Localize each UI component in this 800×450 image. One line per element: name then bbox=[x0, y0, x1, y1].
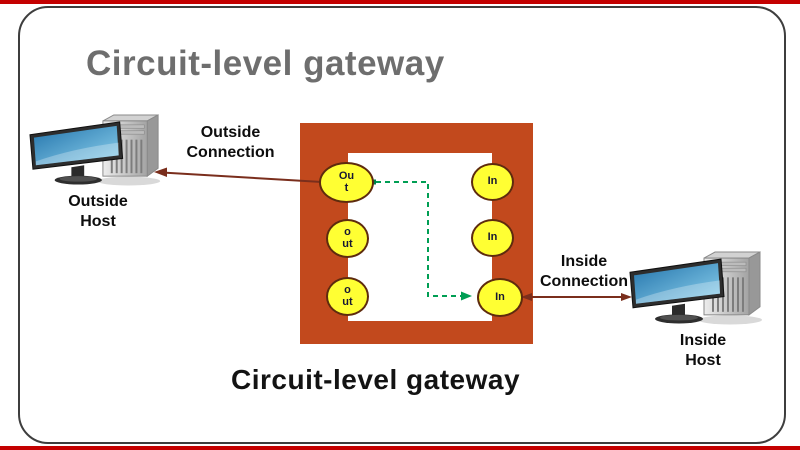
inside-host-label: Inside Host bbox=[643, 331, 763, 371]
label-line: Outside bbox=[200, 124, 261, 141]
node-label: In bbox=[495, 290, 505, 303]
node-label-line: o bbox=[344, 284, 351, 296]
gateway-in-node-3: In bbox=[477, 278, 523, 317]
inside-host-computer-icon bbox=[628, 250, 768, 326]
bottom-red-band bbox=[0, 446, 800, 450]
label-line: Inside bbox=[679, 332, 727, 349]
node-label-line: ut bbox=[342, 295, 353, 308]
label-line: Connection bbox=[540, 273, 628, 290]
diagram-caption: Circuit-level gateway bbox=[231, 364, 521, 395]
node-label-line: ut bbox=[342, 237, 353, 250]
label-line: Host bbox=[80, 213, 116, 230]
node-label-line: t bbox=[344, 181, 349, 194]
outside-connection-label: Outside Connection bbox=[158, 123, 303, 163]
gateway-in-node-1: In bbox=[471, 163, 514, 201]
slide-border-frame bbox=[18, 6, 786, 444]
label-line: Outside bbox=[68, 193, 128, 210]
gateway-in-node-2: In bbox=[471, 219, 514, 257]
node-label: In bbox=[487, 175, 498, 188]
label-line: Host bbox=[685, 352, 721, 369]
label-line: Inside bbox=[560, 253, 608, 270]
gateway-out-node-3: o ut bbox=[326, 277, 369, 316]
slide-title: Circuit-level gateway bbox=[86, 44, 445, 83]
top-red-band bbox=[0, 0, 800, 4]
gateway-out-node-2: o ut bbox=[326, 219, 369, 258]
gateway-out-node-1: Ou t bbox=[319, 162, 374, 203]
node-label-line: Ou bbox=[338, 170, 355, 182]
node-label-line: o bbox=[344, 226, 351, 238]
inside-connection-label: Inside Connection bbox=[516, 252, 652, 292]
outside-host-computer-icon bbox=[28, 113, 166, 187]
label-line: Connection bbox=[186, 144, 275, 161]
node-label: In bbox=[487, 231, 498, 244]
outside-host-label: Outside Host bbox=[38, 192, 158, 232]
